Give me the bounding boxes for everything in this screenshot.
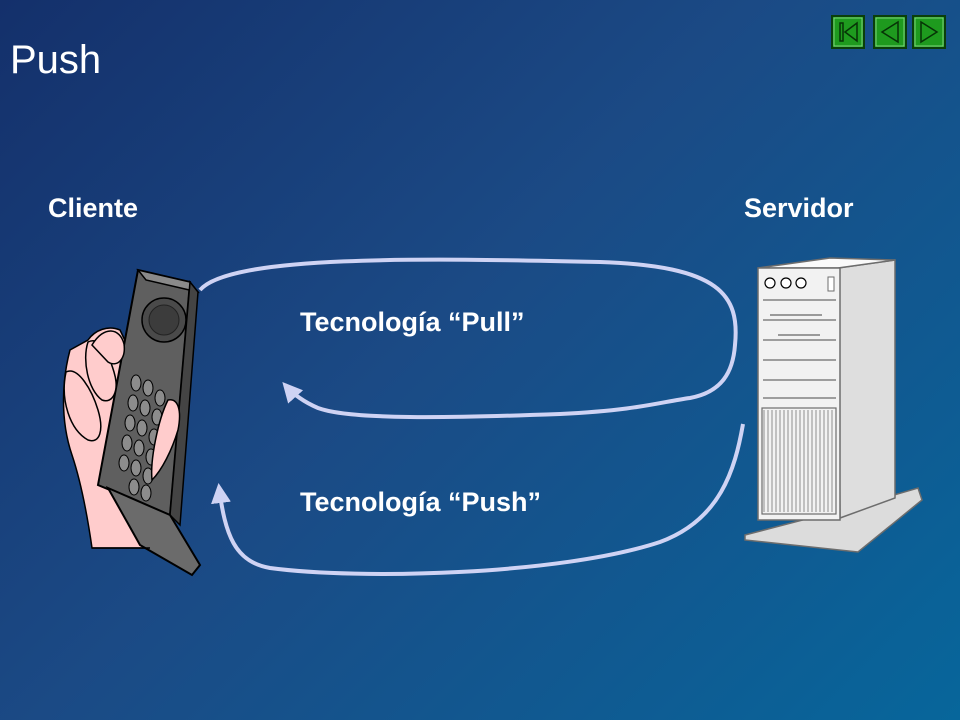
slide-title: Push	[10, 38, 102, 82]
previous-slide-icon[interactable]	[873, 15, 907, 49]
first-slide-icon[interactable]	[831, 15, 865, 49]
push-arrow	[211, 423, 745, 576]
pull-technology-label: Tecnología “Pull”	[300, 307, 525, 337]
server-label: Servidor	[744, 193, 854, 223]
client-label: Cliente	[48, 193, 139, 223]
pull-arrow	[198, 257, 738, 420]
next-slide-icon[interactable]	[912, 15, 946, 49]
push-technology-label: Tecnología “Push”	[300, 487, 542, 517]
